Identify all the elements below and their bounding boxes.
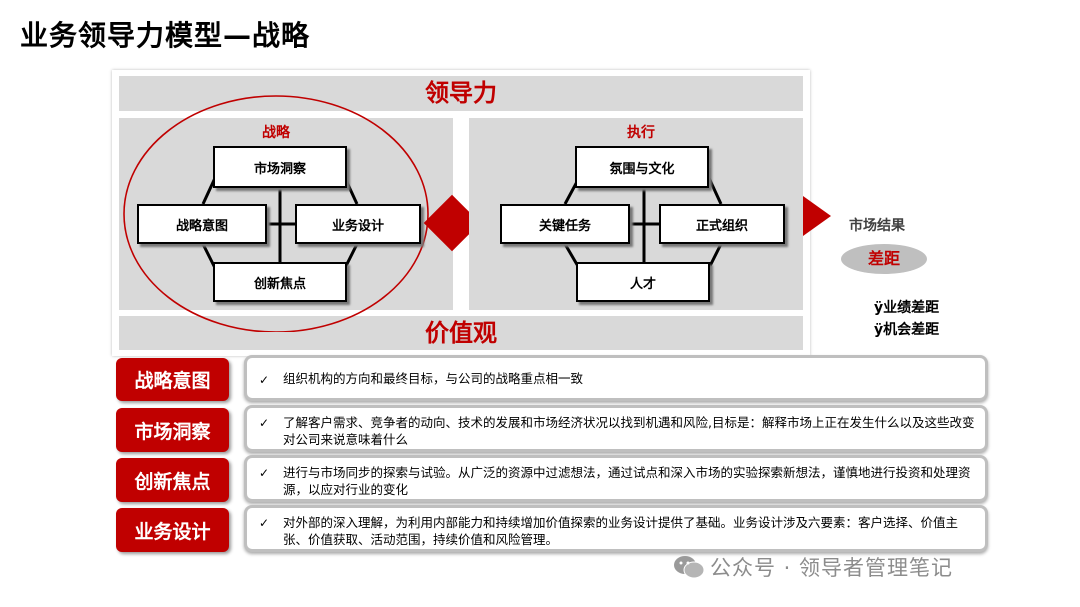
node-formal-organization: 正式组织 xyxy=(659,204,785,244)
desc-strategic-intent: ✓ 组织机构的方向和最终目标，与公司的战略重点相一致 xyxy=(244,355,988,401)
check-icon: ✓ xyxy=(259,373,270,387)
wechat-icon xyxy=(674,556,705,579)
execution-label: 执行 xyxy=(627,125,655,141)
desc-text: 了解客户需求、竞争者的动向、技术的发展和市场经济状况以找到机遇和风险,目标是：解… xyxy=(283,415,975,447)
node-innovation-focus: 创新焦点 xyxy=(213,262,347,302)
tag-strategic-intent: 战略意图 xyxy=(116,358,229,401)
node-climate-culture: 氛围与文化 xyxy=(575,146,709,188)
node-key-tasks: 关键任务 xyxy=(500,204,630,244)
node-market-insight: 市场洞察 xyxy=(213,146,347,188)
check-icon: ✓ xyxy=(259,516,270,530)
gap-badge: 差距 xyxy=(841,244,927,274)
tag-innovation-focus: 创新焦点 xyxy=(116,458,229,502)
node-talent: 人才 xyxy=(576,262,710,302)
market-result-label: 市场结果 xyxy=(849,218,905,234)
gap-item-opportunity: ÿ机会差距 xyxy=(874,322,940,338)
desc-text: 对外部的深入理解，为利用内部能力和持续增加价值探索的业务设计提供了基础。业务设计… xyxy=(283,515,959,547)
check-icon: ✓ xyxy=(259,416,270,430)
check-icon: ✓ xyxy=(259,466,270,480)
tag-market-insight: 市场洞察 xyxy=(116,408,229,452)
result-arrow xyxy=(803,196,831,236)
desc-market-insight: ✓ 了解客户需求、竞争者的动向、技术的发展和市场经济状况以找到机遇和风险,目标是… xyxy=(244,405,988,452)
desc-innovation-focus: ✓ 进行与市场同步的探索与试验。从广泛的资源中过滤想法，通过试点和深入市场的实验… xyxy=(244,455,988,502)
desc-business-design: ✓ 对外部的深入理解，为利用内部能力和持续增加价值探索的业务设计提供了基础。业务… xyxy=(244,505,988,552)
watermark-text: 公众号 · 领导者管理笔记 xyxy=(710,556,954,580)
tag-business-design: 业务设计 xyxy=(116,508,229,552)
values-band: 价值观 xyxy=(119,316,803,350)
node-business-design: 业务设计 xyxy=(295,204,421,244)
desc-text: 进行与市场同步的探索与试验。从广泛的资源中过滤想法，通过试点和深入市场的实验探索… xyxy=(283,465,971,497)
node-strategic-intent: 战略意图 xyxy=(137,204,267,244)
gap-item-performance: ÿ业绩差距 xyxy=(874,300,940,316)
strategy-highlight-ellipse xyxy=(123,95,429,332)
leadership-band: 领导力 xyxy=(119,76,803,111)
strategy-label: 战略 xyxy=(262,125,290,141)
desc-text: 组织机构的方向和最终目标，与公司的战略重点相一致 xyxy=(283,371,584,386)
page-title: 业务领导力模型—战略 xyxy=(20,19,311,52)
